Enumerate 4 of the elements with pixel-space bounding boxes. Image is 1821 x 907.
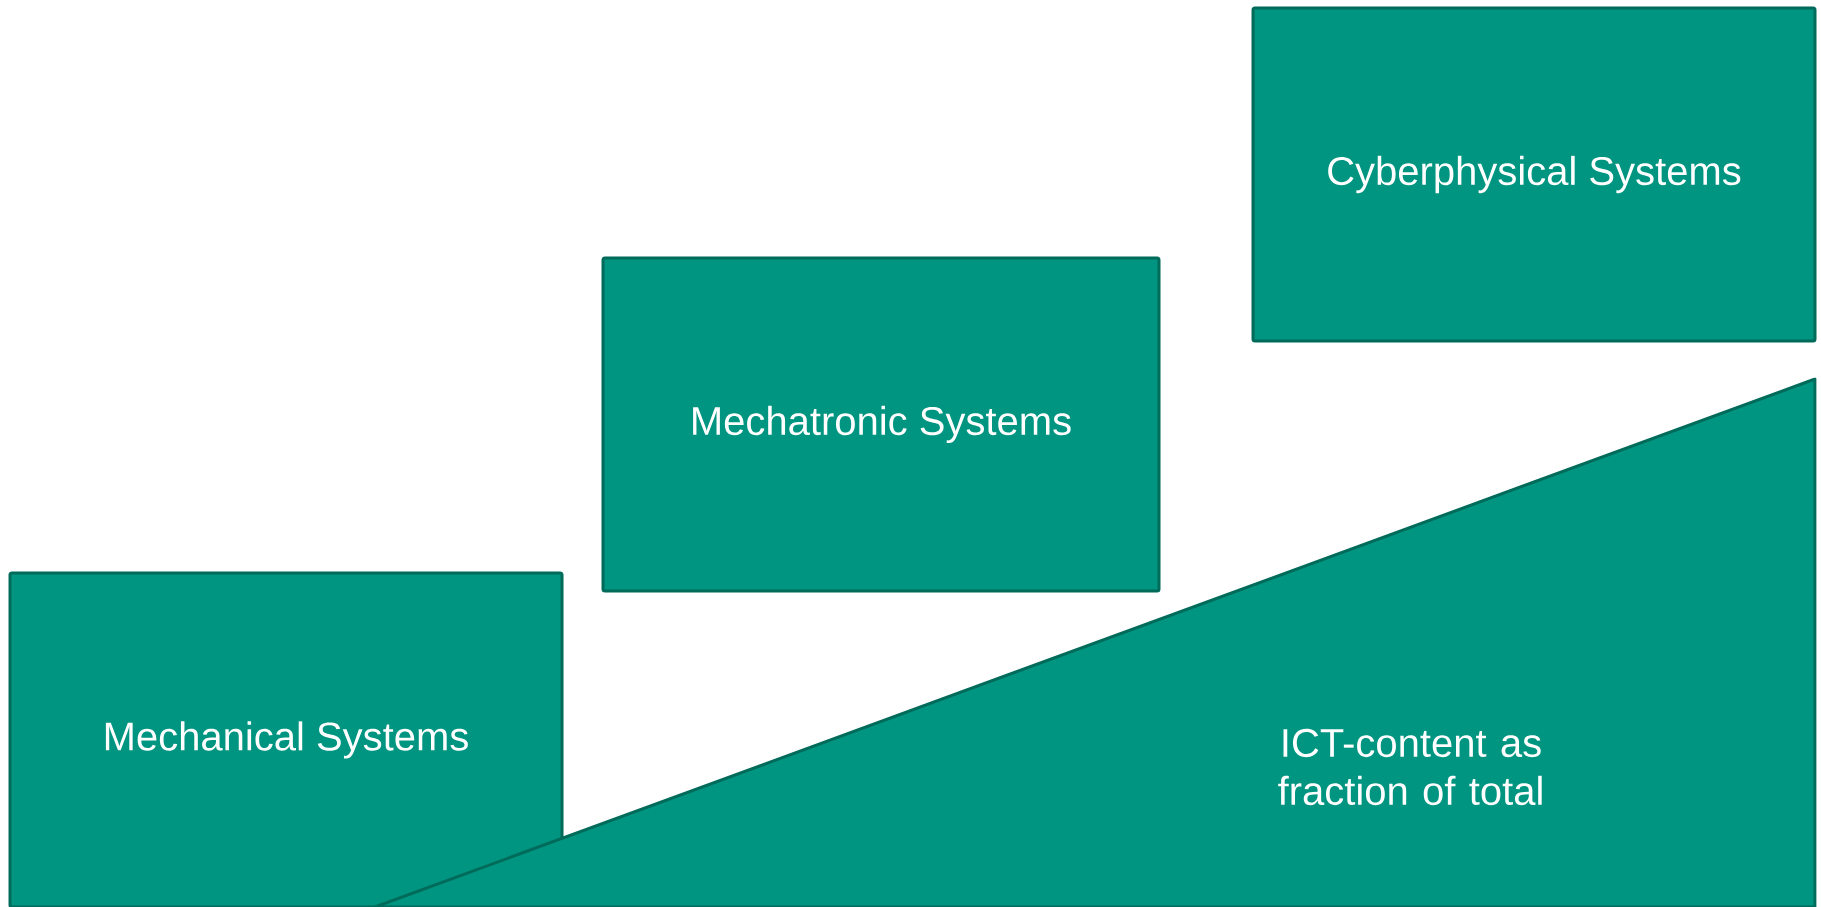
system-box: Cyberphysical Systems xyxy=(1251,6,1817,343)
node-label: ICT-content as fraction of total xyxy=(1278,728,1542,806)
system-box: Mechanical Systems xyxy=(8,571,564,907)
system-box: Mechatronic Systems xyxy=(601,256,1161,593)
